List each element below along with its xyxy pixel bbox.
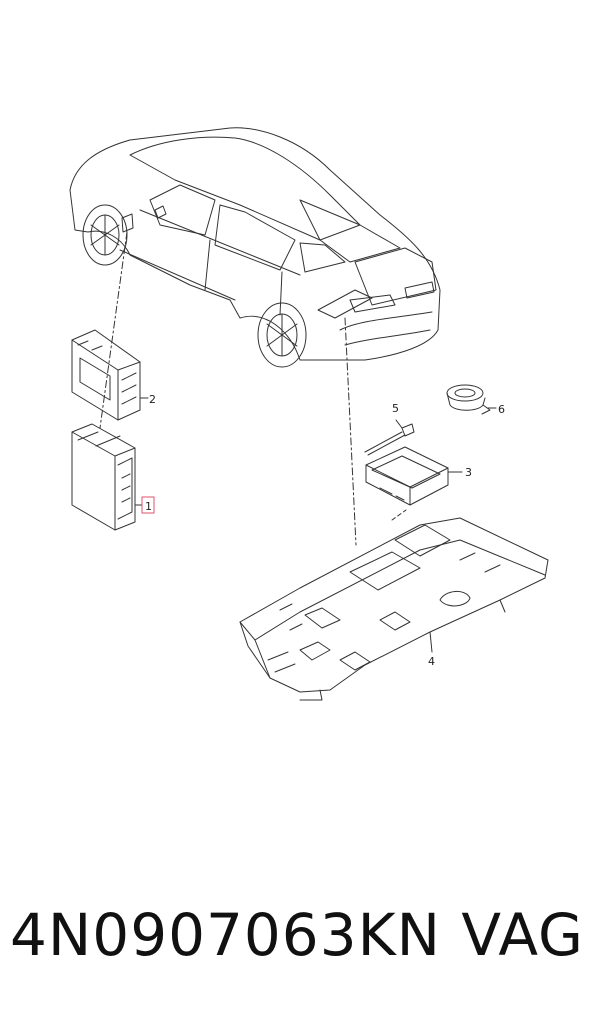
callout-4: 4: [428, 655, 435, 668]
callout-5: 5: [392, 402, 399, 415]
brand-label: VAG: [461, 901, 584, 969]
callout-1: 1: [145, 500, 152, 513]
part-2-bracket: [71, 329, 149, 421]
part-4-mounting-tray: [239, 517, 549, 701]
leader-lines: [99, 231, 357, 546]
part-number: 4N0907063KN: [10, 901, 442, 969]
part-5-cable-tie: [364, 419, 415, 456]
callout-6: 6: [498, 403, 505, 416]
callout-3: 3: [465, 466, 472, 479]
part-1-control-module: [71, 423, 144, 531]
car-illustration: [69, 127, 441, 368]
footer: 4N0907063KN VAG: [0, 895, 600, 985]
part-3-module: [365, 446, 463, 506]
callout-labels: 1 2 3 4 5 6: [145, 393, 505, 668]
part-6-tape-roll: [446, 384, 497, 415]
callout-2: 2: [149, 393, 156, 406]
parts-diagram: 1 2 3 4 5 6: [69, 127, 549, 701]
